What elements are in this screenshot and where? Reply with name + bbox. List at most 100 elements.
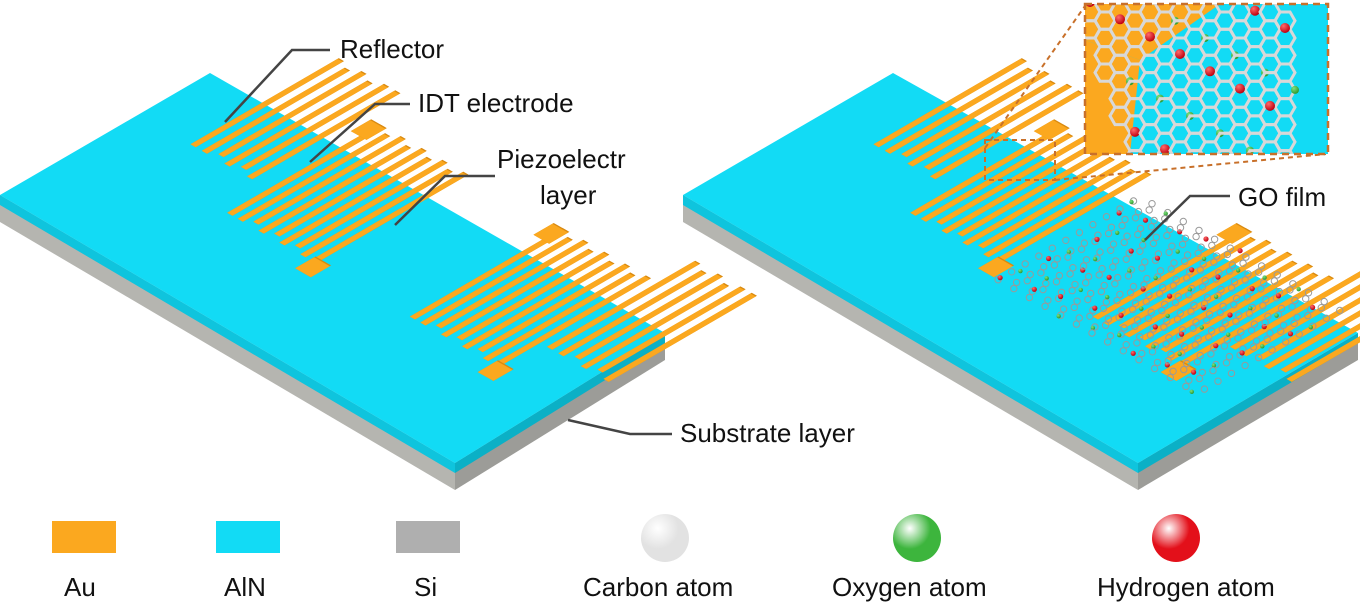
go-ring bbox=[1075, 314, 1083, 322]
go-ring bbox=[1239, 259, 1247, 267]
go-ring bbox=[1322, 314, 1331, 322]
right-idt-1-bus-a bbox=[910, 124, 1067, 216]
go-ring bbox=[1245, 309, 1254, 318]
right-idt-1-a-pad bbox=[978, 257, 1013, 278]
left-reflector-1-finger bbox=[224, 81, 372, 167]
go-ring bbox=[1225, 352, 1234, 361]
go-hydrogen-atom bbox=[1142, 217, 1149, 223]
go-ring bbox=[1209, 366, 1217, 375]
go-ring bbox=[1134, 230, 1142, 239]
go-ring bbox=[1143, 274, 1151, 283]
go-ring bbox=[1178, 240, 1187, 249]
go-ring bbox=[1171, 298, 1180, 307]
go-oxygen-atom bbox=[1177, 351, 1182, 357]
left-aln-side bbox=[0, 195, 455, 473]
idt-leader bbox=[309, 102, 410, 163]
go-ring bbox=[1135, 356, 1143, 364]
go-ring bbox=[1262, 295, 1270, 304]
go-ring bbox=[1167, 350, 1175, 359]
zoom-hexagon bbox=[1258, 140, 1282, 154]
go-ring bbox=[1288, 303, 1296, 311]
right-idt-1-finger bbox=[920, 133, 1072, 222]
go-ring bbox=[1068, 286, 1076, 295]
go-ring bbox=[1109, 240, 1118, 248]
go-oxygen-atom bbox=[1248, 306, 1253, 311]
go-ring bbox=[1181, 257, 1189, 265]
zoom-inset bbox=[984, 2, 1330, 181]
go-hydrogen-atom bbox=[1179, 331, 1185, 337]
left-idt-1-finger bbox=[279, 157, 431, 246]
go-ring bbox=[1250, 320, 1259, 328]
go-ring bbox=[1185, 291, 1193, 299]
go-ring bbox=[1116, 290, 1124, 299]
go-ring bbox=[1041, 302, 1049, 310]
go-ring bbox=[1196, 266, 1205, 274]
go-hydrogen-atom bbox=[1046, 255, 1052, 262]
go-ring bbox=[1122, 255, 1131, 263]
go-ring bbox=[1040, 263, 1048, 271]
go-ring bbox=[1109, 263, 1117, 271]
go-ring bbox=[1120, 238, 1128, 247]
go-ring bbox=[1064, 253, 1072, 261]
go-ring bbox=[1257, 285, 1265, 293]
go-ring bbox=[1095, 271, 1103, 279]
go-ring bbox=[1182, 382, 1190, 391]
go-ring bbox=[1052, 278, 1061, 286]
go-ring bbox=[1266, 329, 1274, 337]
go-ring bbox=[1219, 302, 1227, 310]
right-idt-1-b-pad bbox=[1033, 120, 1069, 140]
right-reflector-1-bus-a bbox=[873, 58, 1026, 148]
go-ring bbox=[1148, 200, 1156, 208]
go-ring bbox=[1160, 323, 1168, 331]
go-ring bbox=[1230, 300, 1238, 309]
go-ring bbox=[1213, 252, 1221, 260]
zoom-hexagon bbox=[1198, 140, 1222, 154]
right-reflector-2-bus-b bbox=[1286, 336, 1360, 382]
left-idt-1-finger bbox=[253, 136, 405, 225]
go-oxygen-atom bbox=[1092, 256, 1098, 262]
go-hydrogen-atom bbox=[1310, 304, 1316, 310]
right-reflector-1-finger bbox=[901, 71, 1049, 158]
go-ring bbox=[1050, 261, 1059, 269]
zoom-hydrogen-atom bbox=[1235, 83, 1245, 94]
right-idt-1-finger bbox=[957, 148, 1109, 237]
go-ring bbox=[1252, 337, 1261, 345]
go-ring bbox=[1268, 346, 1276, 354]
go-hydrogen-atom bbox=[1191, 369, 1197, 375]
legend-swatch-aln bbox=[216, 521, 280, 553]
go-hydrogen-atom bbox=[1106, 274, 1112, 280]
go-ring bbox=[1023, 277, 1032, 285]
go-hydrogen-atom bbox=[1130, 350, 1136, 356]
right-idt-2-finger bbox=[1118, 240, 1271, 329]
go-ring bbox=[1055, 271, 1064, 280]
go-ring bbox=[1120, 324, 1128, 332]
go-ring bbox=[1220, 342, 1229, 350]
zoom-hydrogen-atom bbox=[1265, 100, 1275, 111]
go-ring bbox=[1320, 297, 1328, 306]
go-ring bbox=[1114, 273, 1122, 282]
left-reflector-2-finger bbox=[597, 287, 745, 373]
go-ring bbox=[1129, 282, 1138, 291]
left-reflector-2-bus-b bbox=[603, 293, 756, 382]
go-ring bbox=[1161, 300, 1169, 308]
left-idt-1-bus-b bbox=[310, 172, 468, 264]
left-reflector-2-finger bbox=[558, 270, 706, 357]
go-ring bbox=[1257, 262, 1266, 270]
go-ring bbox=[1235, 311, 1243, 319]
go-ring bbox=[1232, 294, 1241, 303]
go-hydrogen-atom bbox=[1058, 293, 1064, 300]
go-ring bbox=[1200, 299, 1209, 308]
go-hydrogen-atom bbox=[1118, 312, 1124, 318]
go-ring bbox=[1187, 307, 1195, 316]
right-idt-2-finger bbox=[1145, 261, 1297, 350]
go-ring bbox=[1208, 241, 1216, 250]
go-ring bbox=[1166, 225, 1174, 234]
zoom-hydrogen-atom bbox=[1250, 5, 1260, 16]
left-idt-2-finger bbox=[456, 252, 609, 341]
right-reflector-2-bus-a bbox=[1230, 271, 1360, 350]
go-ring bbox=[1156, 290, 1164, 298]
go-ring bbox=[1136, 224, 1145, 233]
go-ring bbox=[1218, 325, 1227, 333]
go-ring bbox=[1234, 334, 1242, 342]
go-hydrogen-atom bbox=[1154, 255, 1161, 261]
